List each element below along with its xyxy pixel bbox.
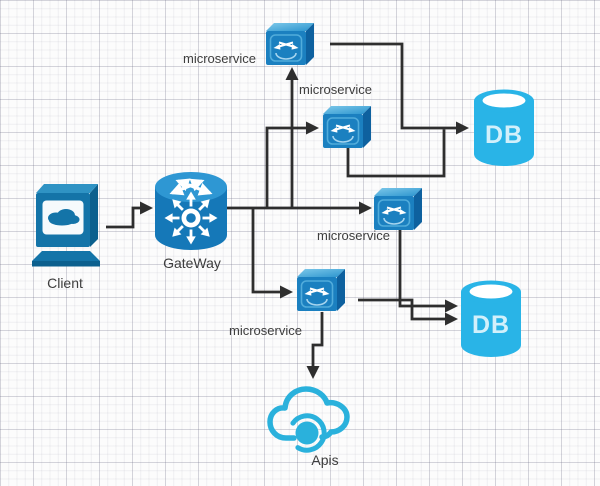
microservice-1-cube-icon — [265, 22, 315, 66]
apis-cloud-icon — [270, 389, 347, 457]
edge-ms3-db2 — [398, 229, 445, 308]
db-2-label: DB — [471, 311, 511, 339]
arrowhead — [445, 299, 458, 313]
arrowhead — [445, 312, 458, 326]
microservice-1-label: microservice — [183, 51, 256, 66]
arrowhead — [280, 285, 293, 299]
apis-label: Apis — [311, 452, 339, 468]
microservice-3-cube-icon — [373, 187, 423, 231]
arrowhead — [306, 366, 320, 379]
edge-ms1-db1 — [330, 42, 456, 130]
microservice-4-cube-icon — [296, 268, 346, 312]
arrowheads-layer — [140, 67, 469, 379]
edge-gateway-ms2 — [265, 126, 306, 208]
edge-gateway-ms4 — [251, 208, 280, 294]
arrowhead — [306, 121, 319, 135]
edge-ms2-db1 — [346, 129, 446, 178]
edges-layer — [106, 42, 456, 366]
arrowhead — [285, 67, 299, 80]
microservice-3-label: microservice — [317, 228, 390, 243]
gateway-label: GateWay — [163, 255, 221, 271]
microservice-2-cube-icon — [322, 105, 372, 149]
db-1-label: DB — [484, 121, 524, 149]
microservice-4-label: microservice — [229, 323, 302, 338]
edge-client-gateway — [106, 206, 141, 229]
client-terminal-icon — [32, 184, 100, 267]
client-label: Client — [47, 275, 83, 291]
microservice-2-label: microservice — [299, 82, 372, 97]
edge-ms4-db2 — [358, 298, 445, 321]
arrowhead — [359, 201, 372, 215]
edge-ms4-apis — [311, 312, 324, 366]
arrowhead — [140, 201, 153, 215]
gateway-router-icon — [155, 172, 227, 250]
arrowhead — [456, 121, 469, 135]
